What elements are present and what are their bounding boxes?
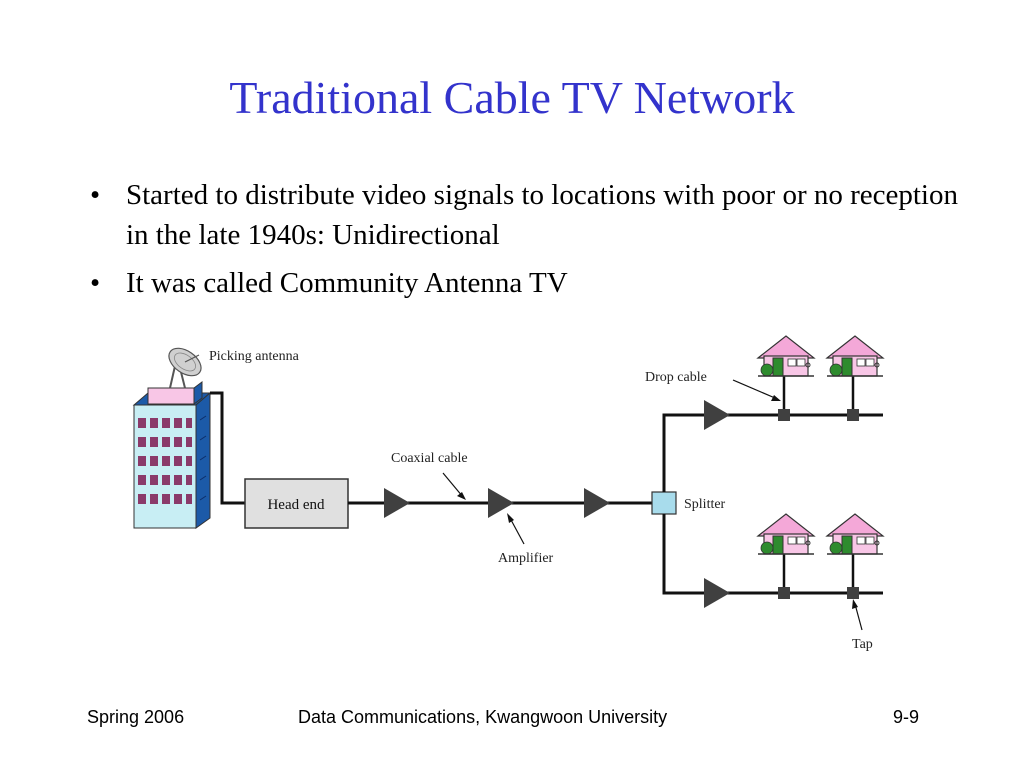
bullet-item: • It was called Community Antenna TV — [90, 263, 970, 303]
splitter-box — [651, 491, 677, 515]
house-icon — [826, 335, 884, 377]
amplifier-icon — [384, 488, 410, 518]
lower-branch-cable — [662, 514, 883, 595]
bullet-text: Started to distribute video signals to l… — [126, 179, 958, 251]
footer-date: Spring 2006 — [87, 707, 185, 727]
building-to-headend-cable — [210, 391, 245, 505]
label-coaxial-cable: Coaxial cable — [391, 451, 468, 466]
head-end-box — [244, 478, 349, 529]
label-amplifier: Amplifier — [498, 551, 554, 566]
tap-icon — [778, 409, 790, 421]
label-picking-antenna: Picking antenna — [209, 349, 300, 364]
label-splitter: Splitter — [684, 497, 726, 512]
drop-cables — [782, 376, 855, 587]
footer-course: Data Communications, Kwangwoon Universit… — [298, 707, 668, 727]
amplifier-icon — [488, 488, 514, 518]
slide-title: Traditional Cable TV Network — [229, 72, 795, 123]
bullet-text: It was called Community Antenna TV — [126, 267, 568, 299]
house-icon — [757, 335, 815, 377]
tap-icon — [847, 409, 859, 421]
bullet-symbol: • — [90, 179, 101, 211]
label-head-end: Head end — [267, 497, 325, 513]
satellite-dish-icon — [168, 347, 202, 389]
amplifier-icon — [584, 488, 610, 518]
amplifier-icon — [704, 578, 730, 608]
house-icon — [757, 513, 815, 555]
bullet-item: • Started to distribute video signals to… — [90, 175, 970, 255]
label-drop-cable: Drop cable — [645, 370, 707, 385]
upper-branch-cable — [662, 413, 883, 492]
amplifier-icon — [704, 400, 730, 430]
tap-icon — [847, 587, 859, 599]
footer-slide-number: 9-9 — [893, 707, 920, 727]
label-tap: Tap — [852, 637, 873, 652]
bullet-symbol: • — [90, 267, 101, 299]
building — [132, 381, 212, 529]
tap-icon — [778, 587, 790, 599]
bullet-list: • Started to distribute video signals to… — [90, 175, 970, 311]
house-icon — [826, 513, 884, 555]
